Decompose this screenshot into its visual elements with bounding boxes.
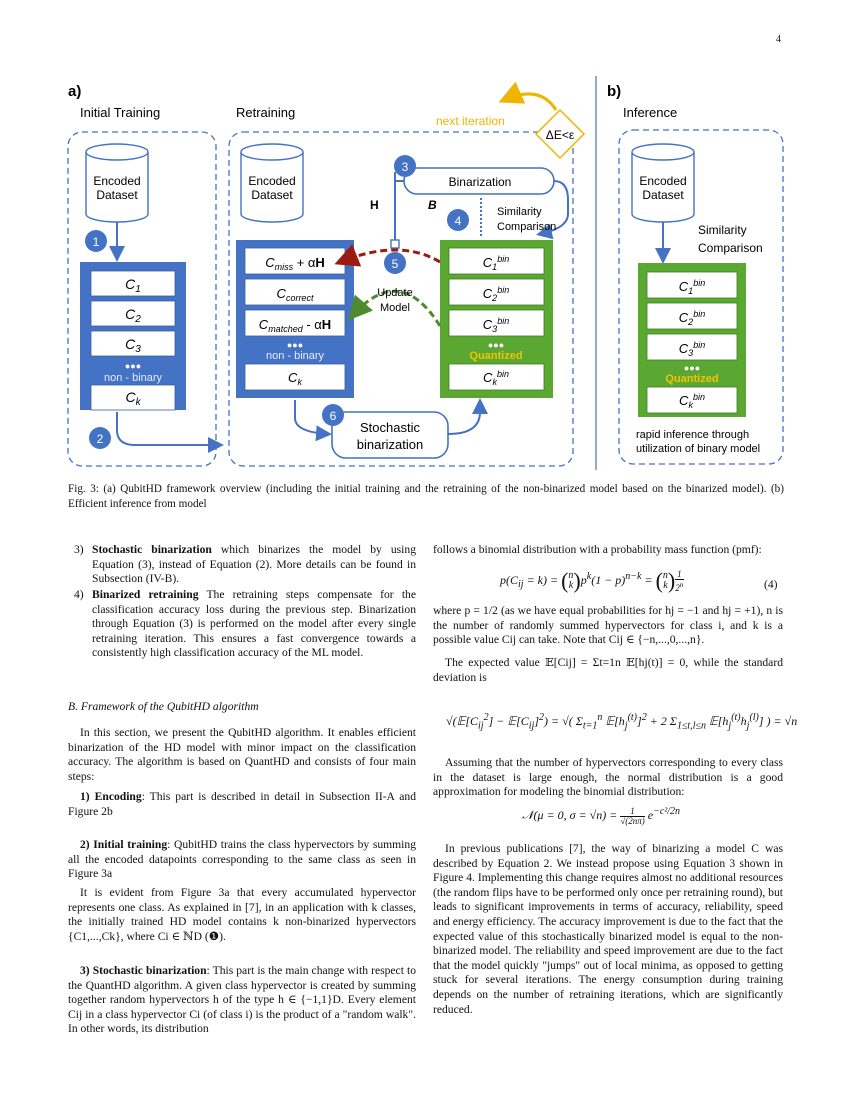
step-4-badge [447, 209, 469, 231]
equation-std: √(𝔼[Cij2] − 𝔼[Cij]2) = √( Σt=1n 𝔼[hj(t)]… [446, 712, 798, 732]
next-iteration-arrow [498, 81, 558, 111]
svg-text:Cmiss + αH: Cmiss + αH [265, 255, 325, 272]
green-update-arrow [348, 289, 442, 327]
panel-b-label: b) [607, 83, 621, 100]
inference-title: Inference [623, 105, 677, 120]
rapid-inference-line2: utilization of binary model [636, 443, 760, 455]
svg-text:Encoded: Encoded [248, 174, 295, 188]
inference-region [618, 129, 784, 465]
assuming-paragraph: Assuming that the number of hypervectors… [433, 756, 783, 799]
svg-text:●●●: ●●● [684, 363, 700, 373]
encoded-dataset-inference: Encoded Dataset [631, 143, 695, 223]
svg-text:binarization: binarization [357, 437, 424, 452]
comparison-label: Comparison [497, 221, 556, 233]
svg-text:6: 6 [330, 409, 337, 423]
svg-text:Encoded: Encoded [639, 174, 686, 188]
rapid-inference-line1: rapid inference through [636, 429, 749, 441]
retraining-region [228, 131, 574, 467]
svg-text:Dataset: Dataset [251, 188, 293, 202]
arrow-stochastic-to-bin [447, 398, 488, 435]
binarized-model-box: C1bin C2bin C3bin ●●● Quantized Ckbin [440, 240, 553, 398]
equation-number: (4) [764, 578, 778, 591]
previous-paragraph: In previous publications [7], the way of… [433, 842, 783, 1016]
step-6-badge [322, 404, 344, 426]
framework-figure: a) b) Initial Training Retraining Infere… [67, 76, 784, 470]
svg-text:4: 4 [455, 214, 462, 228]
svg-text:1: 1 [93, 235, 100, 249]
svg-text:●●●: ●●● [488, 340, 504, 350]
intro-paragraph: In this section, we present the QubitHD … [68, 726, 416, 783]
panel-a-label: a) [68, 83, 81, 100]
retraining-title: Retraining [236, 105, 295, 120]
similarity-label: Similarity [497, 206, 542, 218]
b-label: B [428, 198, 437, 212]
arrow-retrain-to-stochastic [294, 400, 332, 442]
svg-text:●●●: ●●● [125, 361, 141, 371]
equation-normal: 𝒩(μ = 0, σ = √n) = 1√(2nπ) e−c²/2n [522, 805, 681, 826]
svg-text:non - binary: non - binary [104, 372, 163, 384]
initial-model-box: C1 C2 C3 ●●● non - binary Ck [80, 262, 186, 411]
svg-text:Quantized: Quantized [469, 350, 522, 362]
svg-text:3: 3 [402, 160, 409, 174]
svg-text:Dataset: Dataset [642, 188, 684, 202]
list-item: 4) Binarized retraining The retraining s… [74, 588, 416, 660]
encoded-dataset-initial: Encoded Dataset [85, 143, 149, 223]
delta-e-label: ΔE<ε [546, 128, 575, 142]
next-iteration-label: next iteration [436, 114, 505, 128]
where-paragraph: where p = 1/2 (as we have equal probabil… [433, 604, 783, 647]
initial-training-paragraph: 2) Initial training: QubitHD trains the … [68, 838, 416, 881]
inference-similarity-label: Similarity [698, 223, 747, 237]
svg-text:non - binary: non - binary [266, 350, 325, 362]
svg-text:●●●: ●●● [287, 340, 303, 350]
svg-text:Binarization: Binarization [449, 175, 512, 189]
red-update-arrow [334, 244, 441, 267]
step-2-badge [89, 427, 111, 449]
delta-e-diamond [534, 108, 586, 160]
stochastic-paragraph: 3) Stochastic binarization: This part is… [68, 964, 416, 1036]
page-number: 4 [776, 34, 781, 45]
h-label: H [370, 198, 379, 212]
step-1-badge [85, 230, 107, 252]
initial-training-title: Initial Training [80, 105, 160, 120]
figure-caption: Fig. 3: (a) QubitHD framework overview (… [68, 483, 784, 510]
svg-text:Quantized: Quantized [665, 373, 718, 385]
follows-paragraph: follows a binomial distribution with a p… [433, 543, 762, 556]
update-label: Update [377, 287, 412, 299]
step-5-badge [384, 252, 406, 274]
svg-text:Stochastic: Stochastic [360, 420, 420, 435]
svg-text:Encoded: Encoded [93, 174, 140, 188]
encoded-dataset-retraining: Encoded Dataset [240, 143, 304, 223]
svg-text:Dataset: Dataset [96, 188, 138, 202]
step-3-badge [394, 155, 416, 177]
inference-comparison-label: Comparison [698, 241, 763, 255]
model-label: Model [380, 302, 410, 314]
expected-paragraph: The expected value 𝔼[Cij] = Σt=1n 𝔼[hj(t… [433, 656, 783, 684]
arrow-binarization-to-bin-model [536, 180, 569, 240]
svg-text:Cmatched - αH: Cmatched - αH [259, 317, 331, 334]
arrow-initial-to-retrain [116, 412, 224, 453]
encoding-paragraph: 1) Encoding: This part is described in d… [68, 790, 417, 818]
svg-text:Ccorrect: Ccorrect [277, 286, 314, 303]
retraining-model-box: Cmiss + αH Ccorrect Cmatched - αH ●●● no… [236, 240, 354, 398]
section-heading: B. Framework of the QubitHD algorithm [68, 700, 259, 713]
evident-paragraph: It is evident from Figure 3a that every … [68, 886, 416, 943]
initial-training-region [67, 131, 217, 467]
inference-model-box: C1bin C2bin C3bin ●●● Quantized Ckbin [638, 263, 746, 417]
svg-text:5: 5 [392, 257, 399, 271]
list-item: 3) Stochastic binarization which binariz… [74, 543, 416, 586]
svg-text:2: 2 [97, 432, 104, 446]
